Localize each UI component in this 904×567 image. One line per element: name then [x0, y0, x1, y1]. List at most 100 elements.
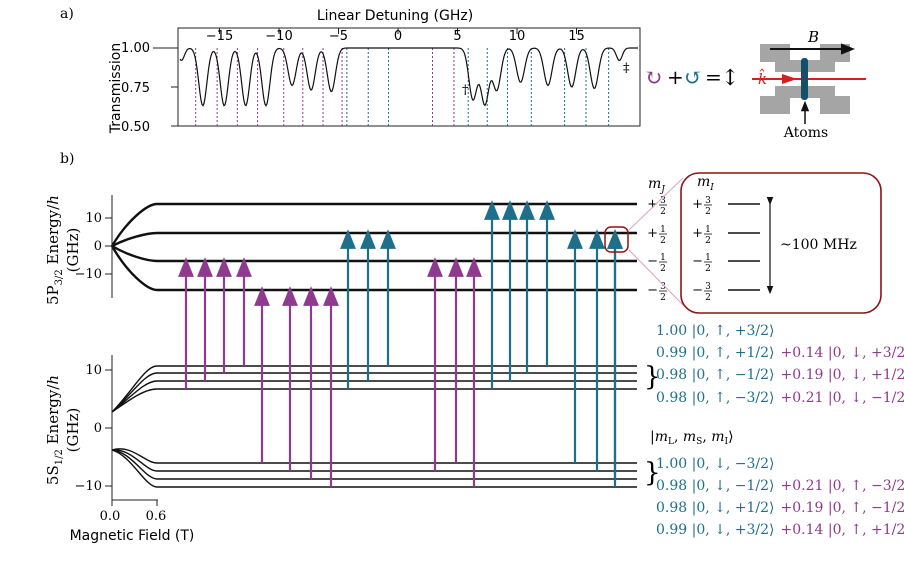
transmission-plot	[177, 27, 641, 127]
ytick-1.00: 1.00	[121, 41, 150, 56]
upper-energy-axis: 10 0 −10 5P3/2 Energy/h (GHz)	[44, 195, 113, 305]
pole-piece-bottom-right	[807, 86, 850, 114]
svg-text:+: +	[647, 197, 658, 212]
svg-text:2: 2	[660, 236, 666, 246]
dagger-marker: †	[462, 83, 469, 98]
upper-state-row: 0.98 |0, ↑, −1/2⟩+0.19 |0, ↓, +1/2⟩	[656, 367, 904, 383]
top-tick-label: 10	[509, 29, 526, 44]
lower-level-bot-1	[111, 448, 637, 464]
lower-ytick-0: 0	[94, 421, 102, 436]
panel-b-label: b)	[60, 151, 74, 167]
plus-sign: +	[667, 65, 684, 89]
panel-a-label: a)	[60, 6, 74, 22]
mj-header: mJ	[648, 176, 666, 195]
upper-ylabel: 5P3/2 Energy/h	[44, 195, 65, 305]
lower-level-bot-3	[111, 449, 637, 480]
svg-text:−: −	[647, 254, 658, 269]
top-tick-label: 5	[453, 29, 461, 44]
transmission-y-axis: 1.00 0.75 0.50 Transmission	[108, 41, 178, 135]
svg-text:3: 3	[660, 282, 666, 292]
mi-header: mI	[697, 174, 714, 193]
mj-value: −12	[647, 253, 667, 274]
linear-polarization-icon: ↕	[721, 66, 739, 91]
lower-level-bot-4	[111, 449, 637, 488]
magnet-schematic: B k̂ Atoms	[752, 28, 866, 141]
svg-text:−: −	[692, 283, 703, 298]
svg-text:3: 3	[705, 282, 711, 292]
sigma-minus-icon: ↺	[684, 66, 702, 91]
svg-text:1: 1	[660, 253, 666, 263]
svg-text:2: 2	[705, 207, 711, 217]
resonance-markers	[195, 48, 610, 126]
ytick-0.75: 0.75	[121, 81, 150, 96]
svg-text:2: 2	[705, 264, 711, 274]
x-axis-label: Magnetic Field (T)	[70, 528, 195, 544]
zoom-source-box	[604, 226, 629, 253]
equals-sign: =	[705, 65, 722, 89]
mj-value-labels: +32+12−12−32	[647, 196, 667, 303]
sigma-plus-icon: ↻	[644, 66, 662, 91]
mj-value: −32	[647, 282, 667, 303]
upper-state-list: 1.00 |0, ↑, +3/2⟩ 0.99 |0, ↑, +1/2⟩+0.14 …	[656, 323, 904, 406]
svg-text:2: 2	[660, 293, 666, 303]
energy-level-lines	[110, 202, 637, 488]
lower-state-row: 0.98 |0, ↓, +1/2⟩+0.19 |0, ↑, −1/2⟩	[656, 500, 904, 516]
laser-direction-icon	[782, 74, 797, 84]
xtick-0.0: 0.0	[100, 509, 121, 524]
lower-state-row: 1.00 |0, ↓, −3/2⟩	[656, 456, 775, 472]
lower-ytick-minus10: −10	[75, 479, 102, 494]
splitting-label: ~100 MHz	[780, 237, 857, 253]
zoom-inset-box	[680, 172, 882, 314]
transition-arrows	[178, 200, 623, 487]
svg-text:2: 2	[705, 293, 711, 303]
pole-piece-top-right	[807, 44, 850, 72]
atoms-label: Atoms	[783, 125, 828, 141]
transmission-ylabel: Transmission	[108, 43, 124, 134]
lower-energy-axis: 10 0 −10 5S1/2 Energy/h (GHz) 0.0 0.6 Ma…	[44, 355, 194, 544]
upper-state-row: 0.99 |0, ↑, +1/2⟩+0.14 |0, ↓, +3/2⟩	[656, 345, 904, 361]
upper-state-row: 0.98 |0, ↑, −3/2⟩+0.21 |0, ↓, −1/2⟩	[656, 390, 904, 406]
upper-state-row: 1.00 |0, ↑, +3/2⟩	[656, 323, 775, 339]
k-vector-label: k̂	[758, 69, 767, 88]
lower-ytick-10: 10	[85, 363, 102, 378]
upper-ytick-0: 0	[94, 239, 102, 254]
b-field-label: B	[807, 28, 819, 46]
svg-text:2: 2	[660, 207, 666, 217]
double-dagger-marker: ‡	[623, 61, 630, 76]
upper-ylabel-unit: (GHz)	[64, 228, 82, 273]
svg-text:+: +	[647, 226, 658, 241]
pole-piece-top-left	[760, 44, 803, 72]
mi-value-labels: +32+12−12−32	[692, 196, 760, 303]
polarization-equation: ↻ + ↺ = ↕	[644, 65, 739, 91]
upper-level-m1	[111, 244, 637, 263]
lower-level-top-2	[111, 372, 637, 413]
brace-icon: }	[644, 362, 661, 392]
svg-text:1: 1	[705, 225, 711, 235]
upper-level-p1	[111, 231, 637, 248]
svg-text:+: +	[692, 197, 703, 212]
lower-state-row: 0.98 |0, ↓, −1/2⟩+0.21 |0, ↑, −3/2⟩	[656, 478, 904, 494]
lower-ylabel: 5S1/2 Energy/h	[44, 375, 65, 485]
svg-text:3: 3	[705, 196, 711, 206]
pole-piece-bottom-left	[760, 86, 803, 114]
top-tick-label: 0	[394, 29, 402, 44]
svg-text:−: −	[692, 254, 703, 269]
svg-text:2: 2	[660, 264, 666, 274]
top-tick-label: −5	[329, 29, 348, 44]
svg-text:1: 1	[660, 225, 666, 235]
top-axis-title: Linear Detuning (GHz)	[317, 8, 473, 24]
atom-cloud	[801, 58, 808, 100]
top-tick-label: −15	[206, 29, 233, 44]
mi-value: +12	[692, 225, 712, 246]
mi-value: +32	[692, 196, 712, 217]
basis-label: |mL, mS, mI⟩	[650, 429, 734, 447]
upper-level-m3	[110, 245, 637, 292]
mi-value: −32	[692, 282, 712, 303]
lower-level-bot-2	[111, 449, 637, 472]
svg-text:1: 1	[705, 253, 711, 263]
ytick-0.50: 0.50	[121, 120, 150, 135]
lower-state-row: 0.99 |0, ↓, +3/2⟩+0.14 |0, ↑, +1/2⟩	[656, 522, 904, 538]
upper-ytick-minus10: −10	[75, 267, 102, 282]
